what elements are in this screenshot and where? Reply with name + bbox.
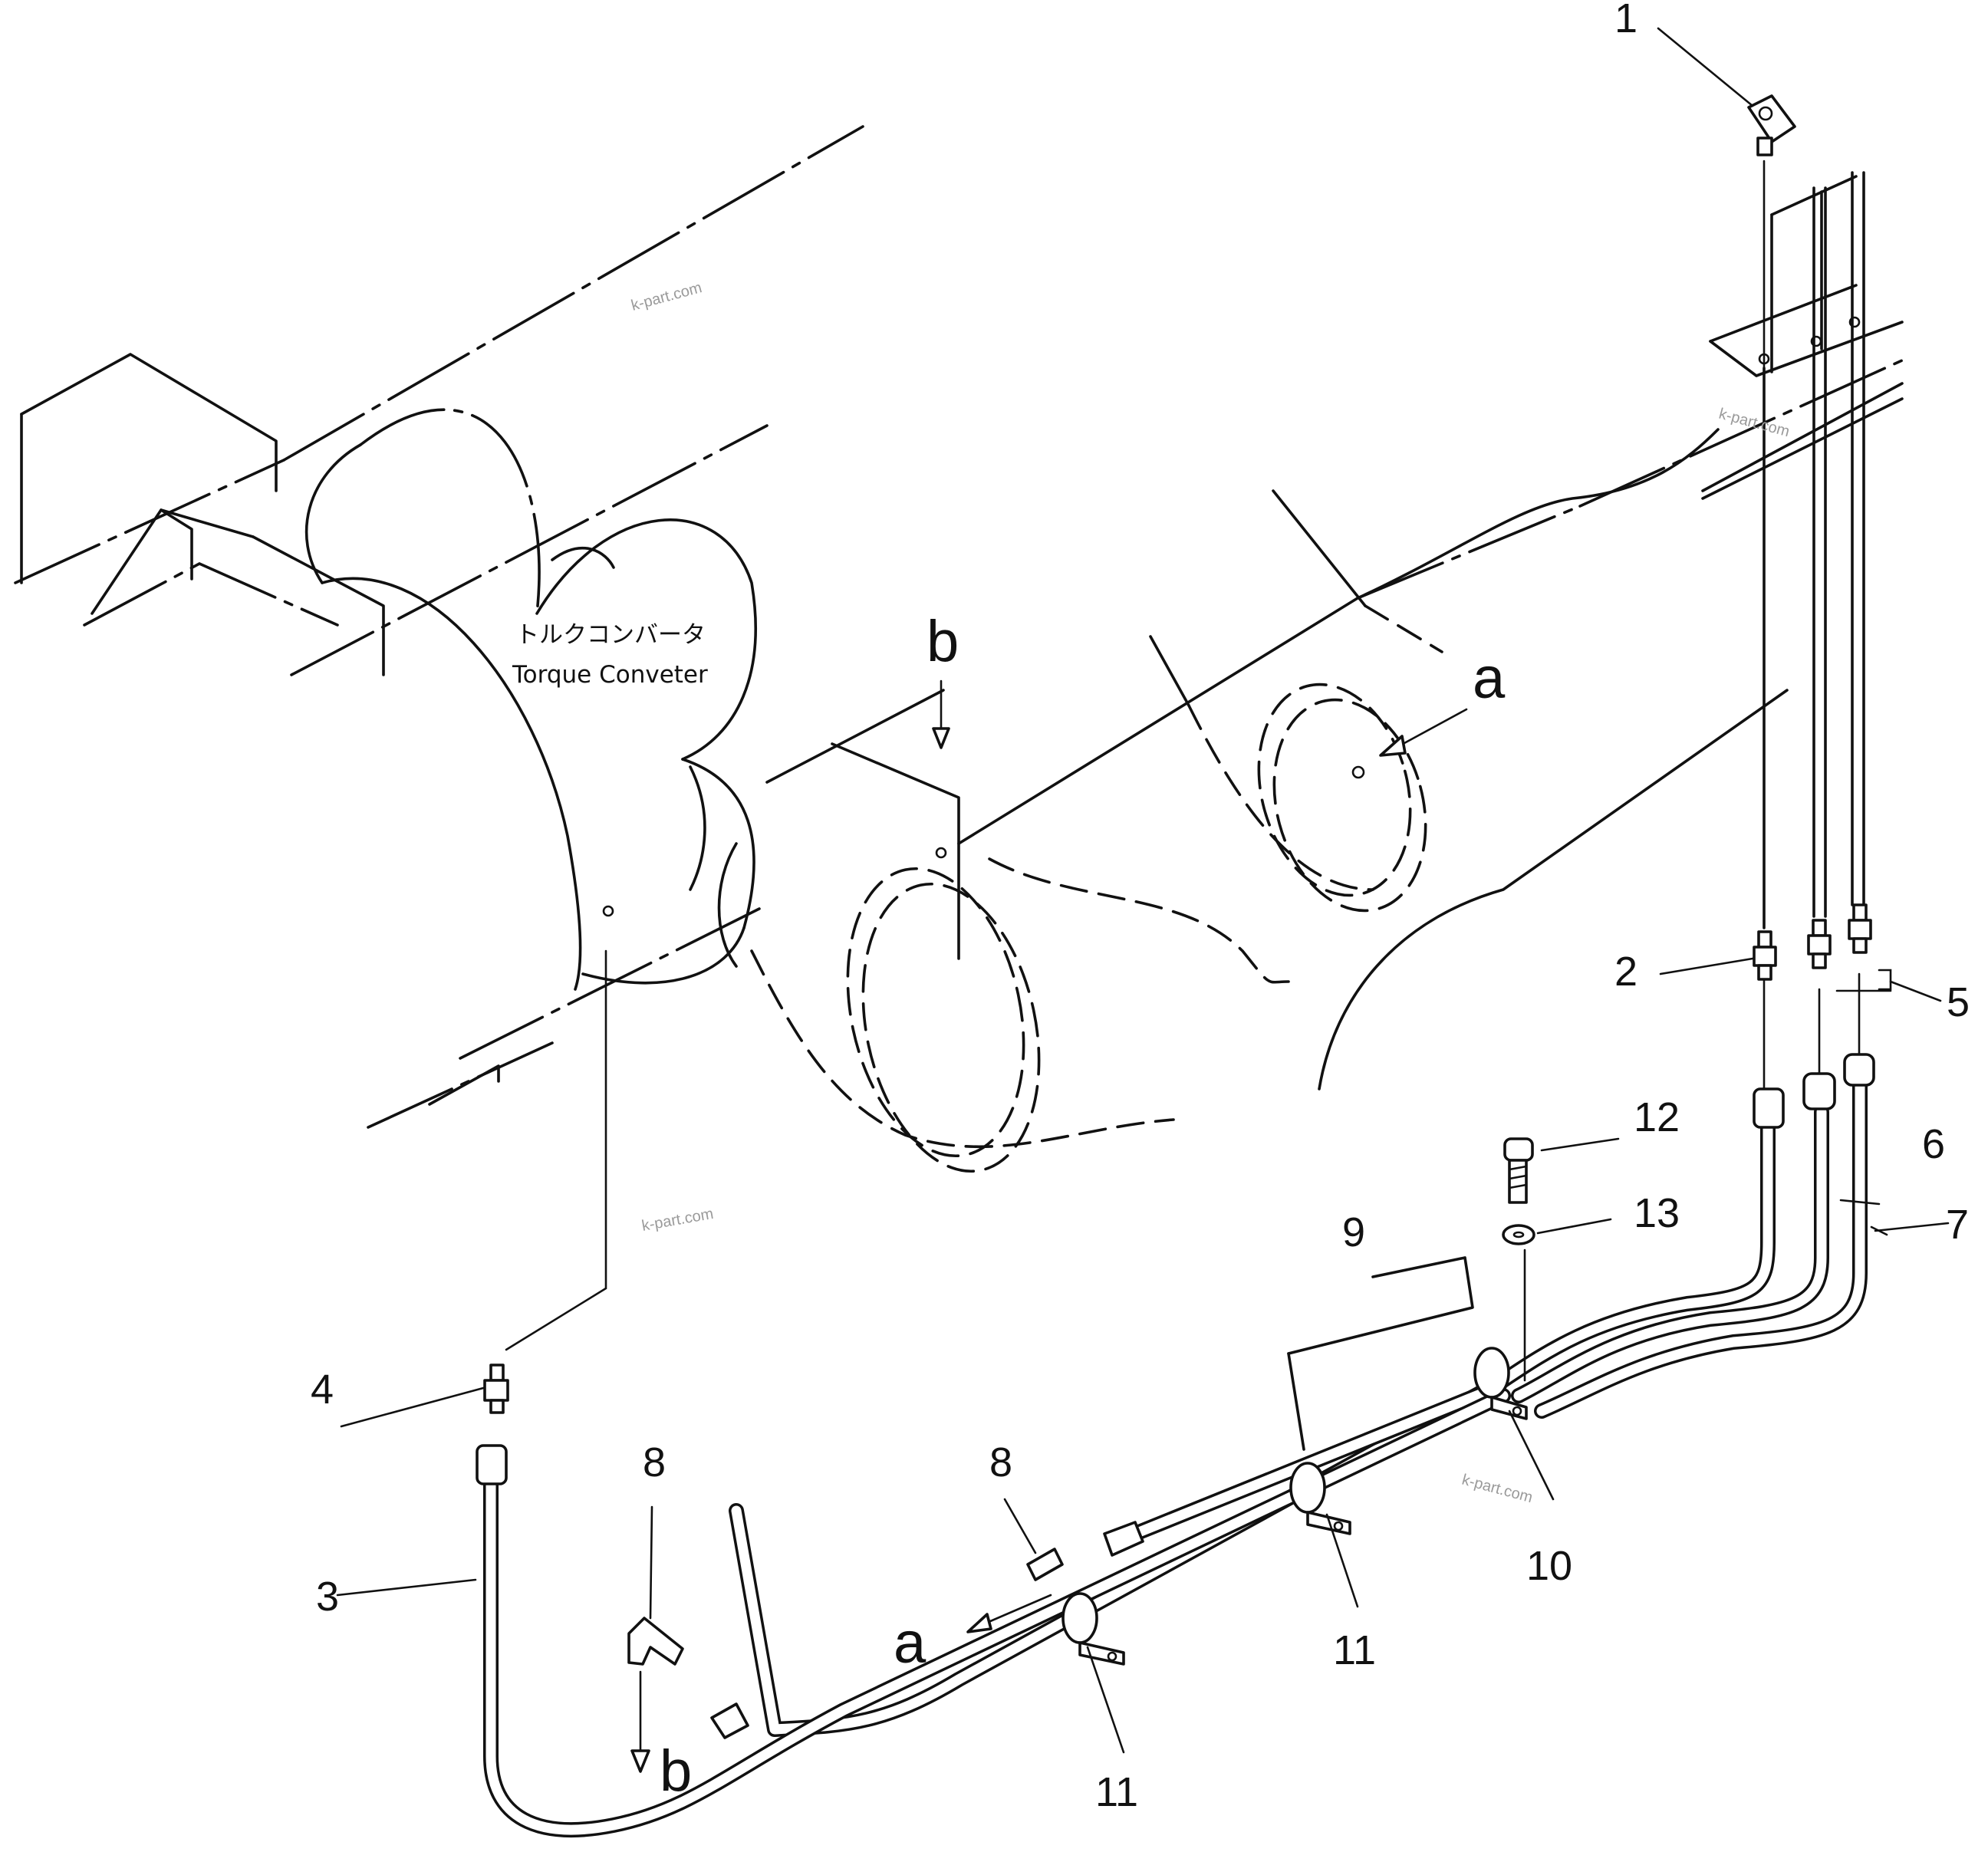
torque-converter-housing	[304, 408, 757, 991]
view-ref-b-lower: b	[660, 1739, 692, 1804]
fitting-8-upper	[1026, 1548, 1064, 1581]
connector-2	[1753, 930, 1777, 981]
callout-13: 13	[1634, 1190, 1680, 1236]
watermark-4: k-part.com	[1460, 1472, 1535, 1507]
arrow-head-a-upper	[1379, 735, 1407, 757]
hose-clamps	[1061, 1347, 1528, 1666]
hose-bundle	[483, 1066, 1868, 1837]
view-reference-letters: a a b b	[660, 609, 1506, 1804]
port-openings	[602, 683, 1427, 1173]
frame-phantom-lines	[14, 125, 864, 1129]
component-label-jp: トルクコンバータ	[515, 621, 706, 649]
callout-8-upper: 8	[989, 1439, 1012, 1485]
arrow-head-b-upper	[932, 727, 950, 749]
callout-10: 10	[1526, 1543, 1572, 1589]
clamp-10	[1473, 1347, 1528, 1420]
clamp-11-lower	[1061, 1592, 1125, 1666]
view-ref-a-upper: a	[1473, 646, 1506, 711]
mounting-bracket	[1709, 175, 1904, 377]
hose-end-nuts	[476, 1053, 1875, 1739]
callout-4: 4	[311, 1367, 334, 1413]
group-bracket-9	[1287, 1256, 1474, 1451]
callout-8-lower: 8	[643, 1439, 666, 1485]
callout-1: 1	[1614, 0, 1637, 41]
elbow-8-lower	[627, 1617, 684, 1666]
callout-2: 2	[1614, 949, 1637, 995]
watermark-1: k-part.com	[630, 279, 704, 314]
watermark-3: k-part.com	[640, 1206, 715, 1235]
callout-12: 12	[1634, 1094, 1680, 1140]
watermark-2: k-part.com	[1717, 406, 1792, 441]
leader-lines	[336, 27, 1950, 1754]
callout-9: 9	[1342, 1209, 1365, 1255]
elbow-fitting-1	[1747, 94, 1796, 156]
clamp-11-upper	[1289, 1462, 1351, 1535]
lead-line-4	[505, 949, 607, 1351]
callout-5: 5	[1947, 979, 1970, 1025]
view-arrows	[630, 679, 1468, 1773]
view-ref-b-upper: b	[927, 609, 959, 674]
callout-7: 7	[1946, 1202, 1969, 1248]
callout-11-lower: 11	[1095, 1769, 1138, 1815]
washer-13	[1502, 1224, 1535, 1245]
connector-4	[483, 1364, 509, 1414]
connectors-5	[1807, 903, 1872, 969]
arrow-head-a-lower	[966, 1613, 992, 1633]
transmission-case	[750, 359, 1904, 1149]
callout-11-upper: 11	[1333, 1627, 1376, 1673]
fittings	[476, 94, 1875, 1739]
component-label-en: Torque Conveter	[512, 661, 708, 689]
view-ref-a-lower: a	[894, 1610, 927, 1676]
arrow-head-b-lower	[630, 1749, 650, 1773]
callout-6: 6	[1922, 1121, 1945, 1167]
vertical-pipes	[1763, 160, 1865, 1090]
callout-3: 3	[316, 1574, 339, 1620]
bolt-12	[1503, 1137, 1534, 1204]
part-callouts: 1 2 3 4 5 6 7 8 8 9 10 11 11 12 13	[311, 0, 1970, 1815]
